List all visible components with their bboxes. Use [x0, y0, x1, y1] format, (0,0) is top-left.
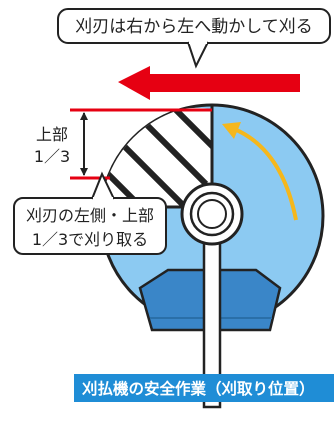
upper-label-line1: 上部 [36, 125, 68, 144]
upper-label-line2: 1／3 [34, 147, 70, 166]
side-callout-line2: 1／3で刈り取る [32, 230, 148, 249]
side-callout: 刈刃の左側・上部 1／3で刈り取る [13, 171, 167, 255]
direction-arrow [118, 66, 300, 100]
rotation-arrow [222, 122, 298, 221]
caption-text: 刈払機の安全作業（刈取り位置） [82, 379, 315, 398]
top-callout-text: 刈刃は右から左へ動かして刈る [75, 17, 313, 37]
top-callout: 刈刃は右から左へ動かして刈る [57, 8, 331, 69]
side-callout-line1: 刈刃の左側・上部 [26, 206, 154, 225]
caption-bar: 刈払機の安全作業（刈取り位置） [74, 374, 334, 402]
